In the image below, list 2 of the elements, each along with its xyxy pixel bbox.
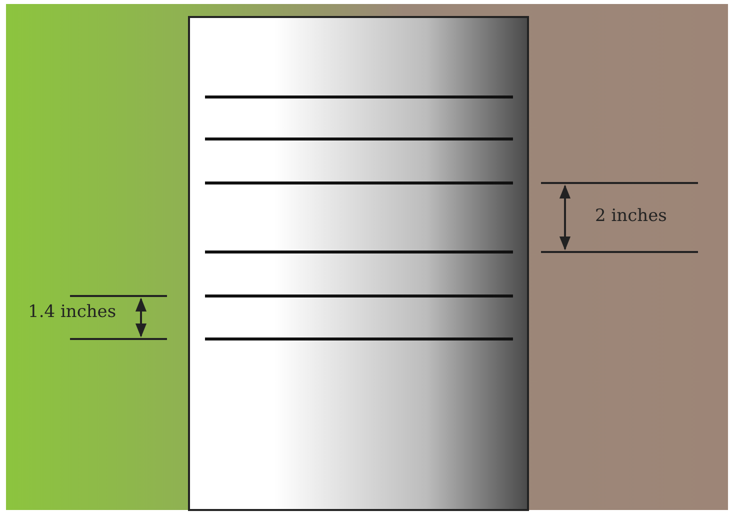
dimension-label: 1.4 inches — [28, 302, 116, 322]
dimension-label: 2 inches — [595, 206, 667, 226]
